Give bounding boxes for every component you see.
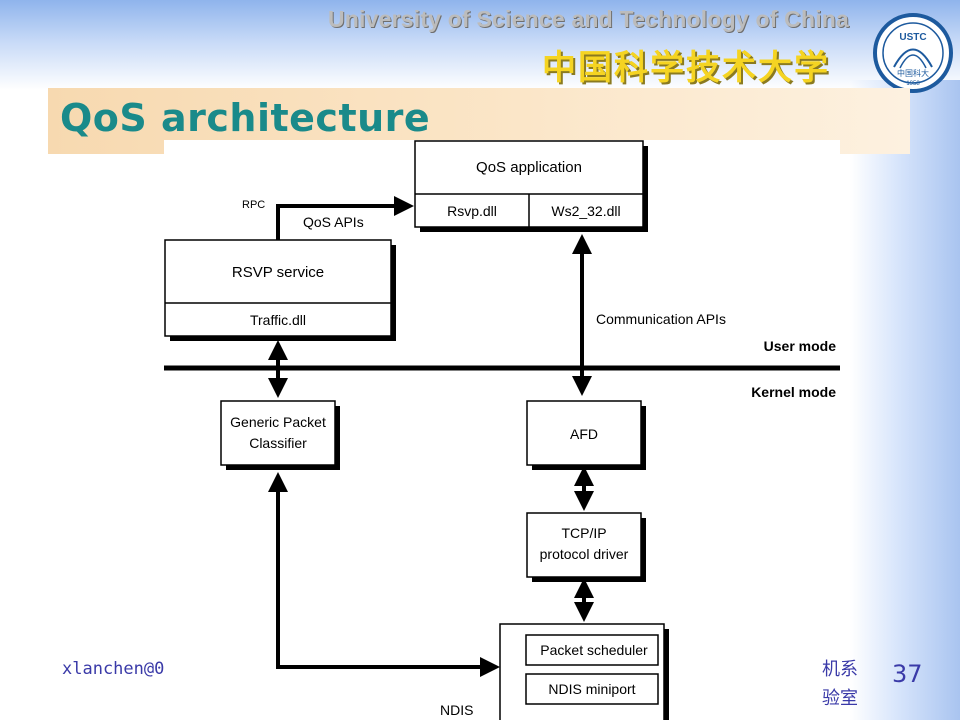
tcpip-label-line2: protocol driver bbox=[540, 546, 629, 562]
afd-label: AFD bbox=[570, 426, 598, 442]
right-gradient bbox=[850, 80, 960, 720]
ndis-container: Packet scheduler NDIS miniport bbox=[499, 623, 669, 724]
ustc-seal-icon: USTC 中国科大 1958 bbox=[873, 13, 953, 93]
qos-application-label: QoS application bbox=[476, 159, 582, 176]
tcpip-driver-box: TCP/IP protocol driver bbox=[526, 512, 646, 582]
classifier-to-ndis-arrow bbox=[268, 472, 500, 677]
university-name-cn: 中国科学技术大学 bbox=[542, 48, 830, 88]
classifier-label-line2: Classifier bbox=[249, 435, 307, 451]
rsvp-dll-label: Rsvp.dll bbox=[447, 203, 497, 219]
user-mode-label: User mode bbox=[764, 338, 837, 354]
header-gradient bbox=[0, 0, 960, 90]
classifier-label-line1: Generic Packet bbox=[230, 414, 326, 430]
qos-architecture-diagram: QoS application Rsvp.dll Ws2_32.dll RSVP… bbox=[164, 140, 840, 724]
packet-scheduler-label: Packet scheduler bbox=[540, 642, 648, 658]
tcpip-label-line1: TCP/IP bbox=[561, 525, 606, 541]
kernel-mode-label: Kernel mode bbox=[751, 384, 836, 400]
footer-author: xlanchen@0 bbox=[62, 659, 165, 679]
rsvp-service-label: RSVP service bbox=[232, 264, 324, 281]
footer-dept-line1: 机系 bbox=[822, 659, 858, 680]
logo-year: 1958 bbox=[906, 81, 920, 87]
logo-bottom-text: 中国科大 bbox=[897, 68, 929, 78]
rsvp-service-box: RSVP service Traffic.dll bbox=[164, 239, 396, 341]
ws2-32-dll-label: Ws2_32.dll bbox=[551, 203, 620, 219]
traffic-dll-label: Traffic.dll bbox=[250, 312, 306, 328]
communication-apis-label: Communication APIs bbox=[596, 311, 726, 327]
slide-title: QoS architecture bbox=[60, 96, 431, 140]
ndis-miniport-box bbox=[525, 673, 659, 705]
university-name-en: University of Science and Technology of … bbox=[328, 6, 850, 32]
qos-application-box: QoS application Rsvp.dll Ws2_32.dll bbox=[414, 140, 648, 232]
footer-dept-line2: 验室 bbox=[822, 688, 858, 709]
logo-top-text: USTC bbox=[899, 32, 926, 43]
qos-apis-label: QoS APIs bbox=[303, 214, 364, 230]
rpc-label: RPC bbox=[242, 199, 265, 211]
qos-apis-arrow bbox=[276, 196, 414, 240]
packet-scheduler-box bbox=[525, 634, 659, 666]
page-number: 37 bbox=[892, 660, 923, 688]
ndis-label: NDIS bbox=[440, 702, 473, 718]
afd-box: AFD bbox=[526, 400, 646, 470]
generic-packet-classifier-box: Generic Packet Classifier bbox=[220, 400, 340, 470]
ndis-miniport-label: NDIS miniport bbox=[548, 681, 635, 697]
diagram-svg: QoS application Rsvp.dll Ws2_32.dll RSVP… bbox=[164, 140, 840, 724]
